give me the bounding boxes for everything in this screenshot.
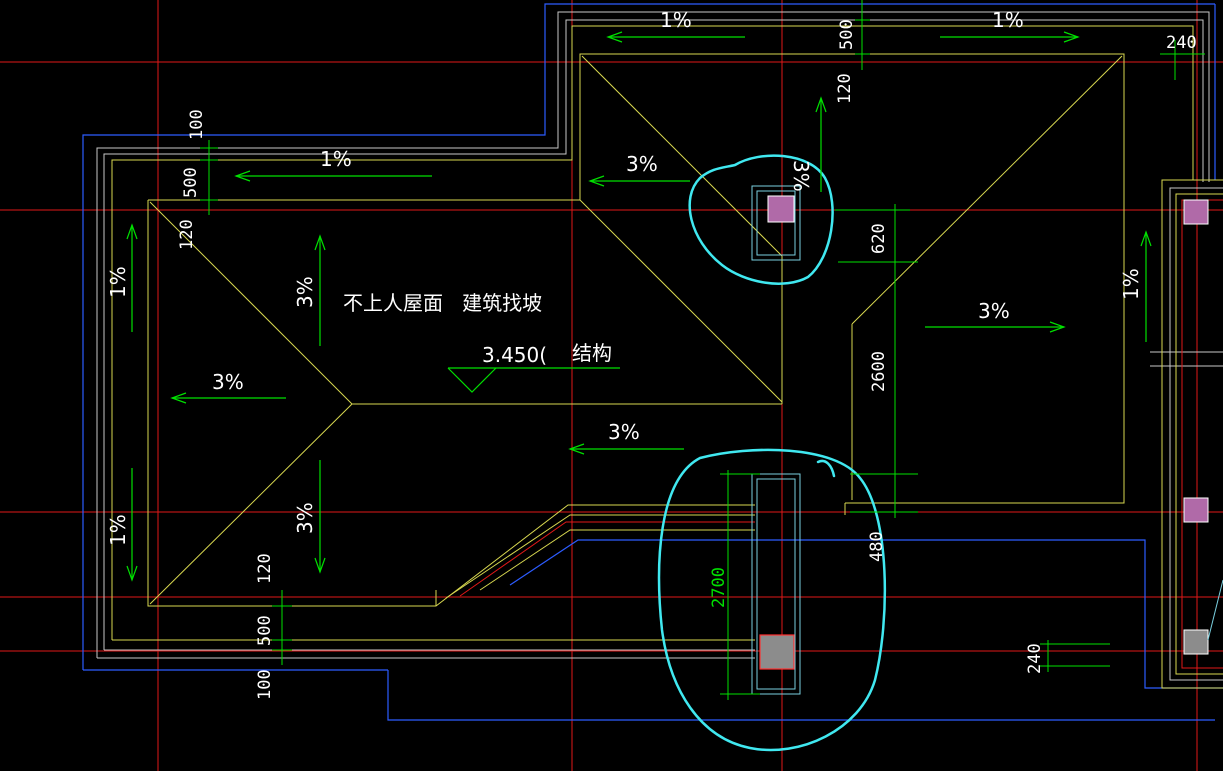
dim-left-500: 500 (181, 167, 201, 198)
markup-circle-upper (688, 154, 834, 285)
column-lower (759, 634, 795, 670)
dim-bottom-480: 480 (867, 531, 887, 562)
dim-right-620: 620 (869, 223, 889, 254)
dim-left-100: 100 (187, 109, 207, 140)
dim-left-120: 120 (177, 219, 197, 250)
slope-label-center-low: 3% (608, 420, 640, 444)
slope-label-inner-vertical-bottom: 3% (293, 502, 317, 534)
dim-top-120: 120 (835, 73, 855, 104)
markup-circles (657, 154, 887, 752)
parapet-lines (96, 11, 1223, 659)
slope-arrows (126, 31, 1152, 582)
outer-wall-lines (82, 3, 1223, 721)
dim-bottom-120: 120 (255, 553, 275, 584)
slope-label-left-vertical-top: 1% (106, 266, 130, 298)
dim-top-500: 500 (837, 19, 857, 50)
column-outlines (751, 185, 1223, 695)
slope-label-left-mid: 3% (212, 370, 244, 394)
roof-outline (111, 25, 1194, 641)
balcony-red-lines (459, 521, 755, 597)
dim-right-2600: 2600 (869, 351, 889, 392)
slope-label-right-tag: 3% (789, 160, 813, 192)
dim-top-right-240: 240 (1166, 33, 1197, 53)
markup-circle-lower (657, 448, 887, 752)
column-right-3 (1183, 629, 1209, 655)
markup-tick (816, 459, 836, 478)
dim-bottom-500: 500 (255, 615, 275, 646)
column-right-2 (1183, 497, 1209, 523)
dim-bottom-right-240: 240 (1025, 643, 1045, 674)
slope-label-inner-vertical-top: 3% (293, 276, 317, 308)
dim-bottom-100: 100 (255, 669, 275, 700)
slope-label-left-vertical-bottom: 1% (106, 514, 130, 546)
roof-title: 不上人屋面 建筑找坡 (343, 291, 542, 315)
slope-label-top-left: 1% (660, 8, 692, 32)
slope-label-upper-center: 3% (626, 152, 658, 176)
slope-label-far-right-vertical: 1% (1119, 268, 1143, 300)
slope-label-right-mid: 3% (978, 299, 1010, 323)
slope-label-top-right: 1% (992, 8, 1024, 32)
roof-elevation-note: 结构 (572, 341, 612, 365)
dimension-lines (200, 0, 1205, 700)
columns (759, 195, 1209, 670)
elevation-marker (447, 367, 620, 393)
dim-bottom-2700: 2700 (709, 567, 729, 608)
roof-elevation: 3.450( (482, 343, 547, 367)
slope-label-upper-left: 1% (320, 147, 352, 171)
column-upper (767, 195, 795, 223)
column-right-1 (1183, 199, 1209, 225)
